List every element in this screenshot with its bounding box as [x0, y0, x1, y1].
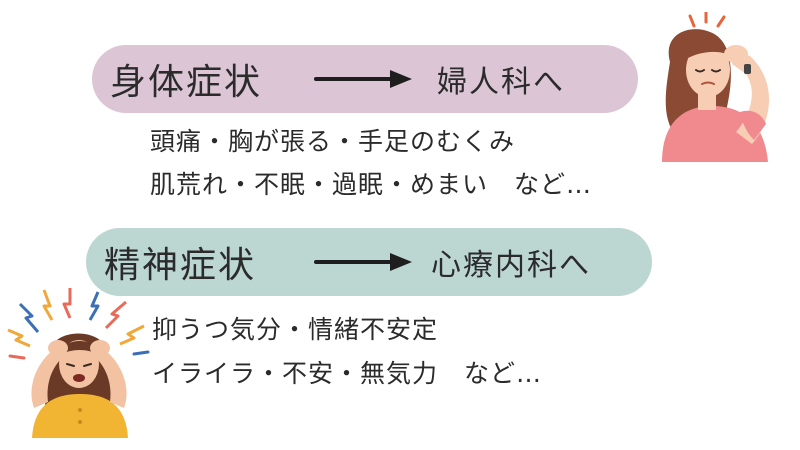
physical-symptoms-banner: 身体症状 婦人科へ — [92, 45, 638, 113]
mental-symptoms-list-1: 抑うつ気分・情緒不安定 — [152, 315, 439, 344]
physical-symptoms-title: 身体症状 — [110, 62, 263, 103]
mental-symptoms-list-2: イライラ・不安・無気力 など… — [152, 359, 543, 388]
arrow-right-icon — [314, 253, 412, 271]
woman-stressed-icon — [7, 288, 150, 438]
physical-destination: 婦人科へ — [437, 65, 565, 100]
physical-symptoms-list-2: 肌荒れ・不眠・過眠・めまい など… — [150, 170, 593, 199]
arrow-right-icon — [314, 70, 412, 88]
mental-destination: 心療内科へ — [431, 248, 591, 283]
woman-headache-icon — [662, 12, 770, 162]
physical-symptoms-list-1: 頭痛・胸が張る・手足のむくみ — [150, 127, 516, 156]
mental-symptoms-title: 精神症状 — [104, 245, 257, 286]
mental-symptoms-banner: 精神症状 心療内科へ — [86, 228, 652, 296]
